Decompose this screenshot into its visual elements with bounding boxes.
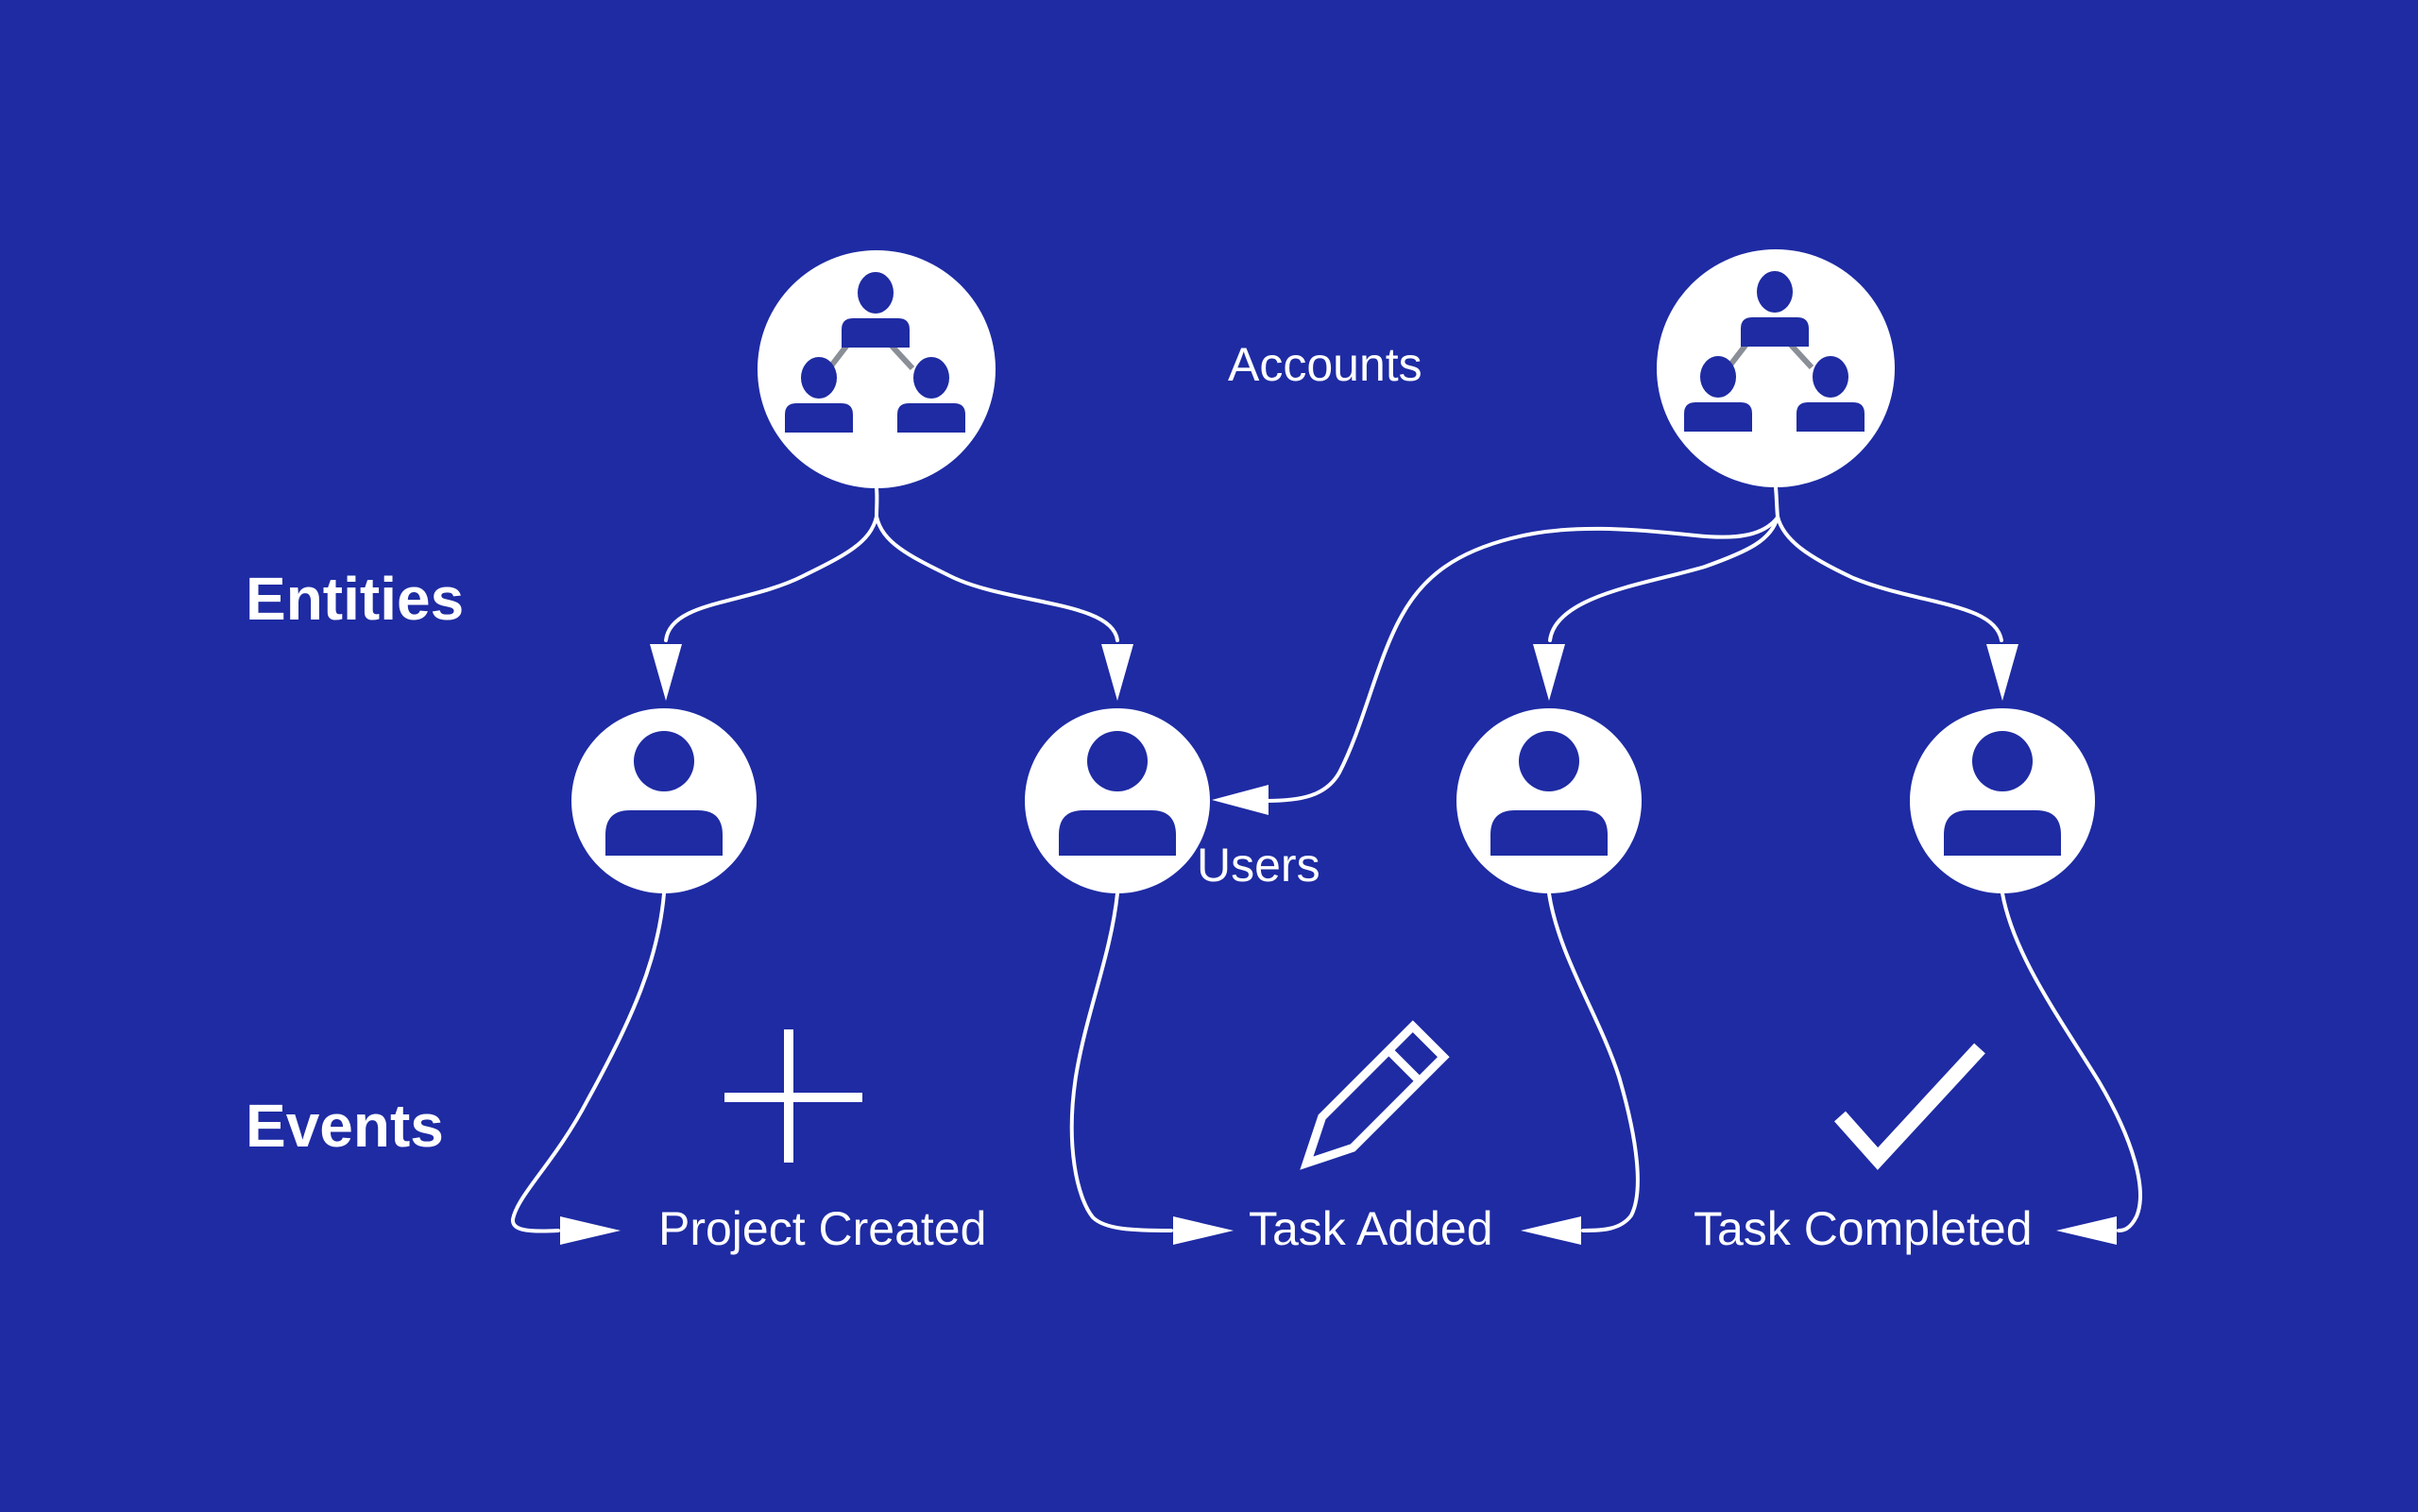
checkmark-icon — [1834, 1043, 1985, 1170]
connector-account-left-to-user-1 — [664, 515, 878, 642]
organization-icon — [1684, 271, 1865, 432]
user-node-2 — [1025, 708, 1210, 893]
connector-user-2-to-task-added — [1069, 892, 1173, 1232]
pencil-icon — [1300, 1020, 1450, 1170]
arrowhead-down-user-3 — [1533, 644, 1565, 701]
event-label-task-completed: Task Completed — [1694, 1202, 2033, 1255]
arrowhead-left-task-completed — [2056, 1216, 2117, 1245]
connector-user-3-to-task-added — [1547, 892, 1640, 1232]
connector-account-right-to-user-3 — [1548, 515, 1779, 642]
connector-user-4-to-task-completed — [2001, 892, 2142, 1232]
arrowhead-left-task-added — [1521, 1216, 1581, 1245]
connector-account-right-to-user-2 — [1264, 516, 1779, 803]
arrowhead-down-user-4 — [1986, 644, 2018, 701]
arrowhead-down-user-2 — [1101, 644, 1133, 701]
user-node-1 — [571, 708, 757, 893]
user-node-4 — [1910, 708, 2095, 893]
user-node-3 — [1456, 708, 1642, 893]
arrowheads — [560, 644, 2117, 1245]
connector-users-to-events — [511, 892, 2142, 1233]
event-label-task-added: Task Added — [1249, 1202, 1493, 1255]
organization-icon — [785, 272, 965, 433]
connector-accounts-to-users — [664, 485, 2003, 803]
connector-account-right-stem — [1774, 485, 1779, 518]
arrowhead-left-into-user-2 — [1212, 785, 1269, 815]
arrowhead-right-task-added — [1173, 1216, 1234, 1245]
plus-icon — [724, 1029, 862, 1163]
connector-user-1-to-project-created — [511, 892, 666, 1233]
account-node-left — [758, 250, 996, 488]
account-node-right — [1657, 249, 1895, 487]
arrowhead-down-user-1 — [650, 644, 682, 701]
event-label-project-created: Project Created — [658, 1202, 987, 1255]
connector-account-right-to-user-4 — [1776, 515, 2003, 642]
entities-section-label: Entities — [246, 565, 465, 633]
connector-account-left-to-user-2 — [875, 515, 1119, 642]
accounts-label: Accounts — [1228, 338, 1422, 391]
users-label: Users — [1197, 839, 1320, 892]
events-section-label: Events — [246, 1092, 444, 1160]
arrowhead-right-project-created — [560, 1216, 621, 1245]
